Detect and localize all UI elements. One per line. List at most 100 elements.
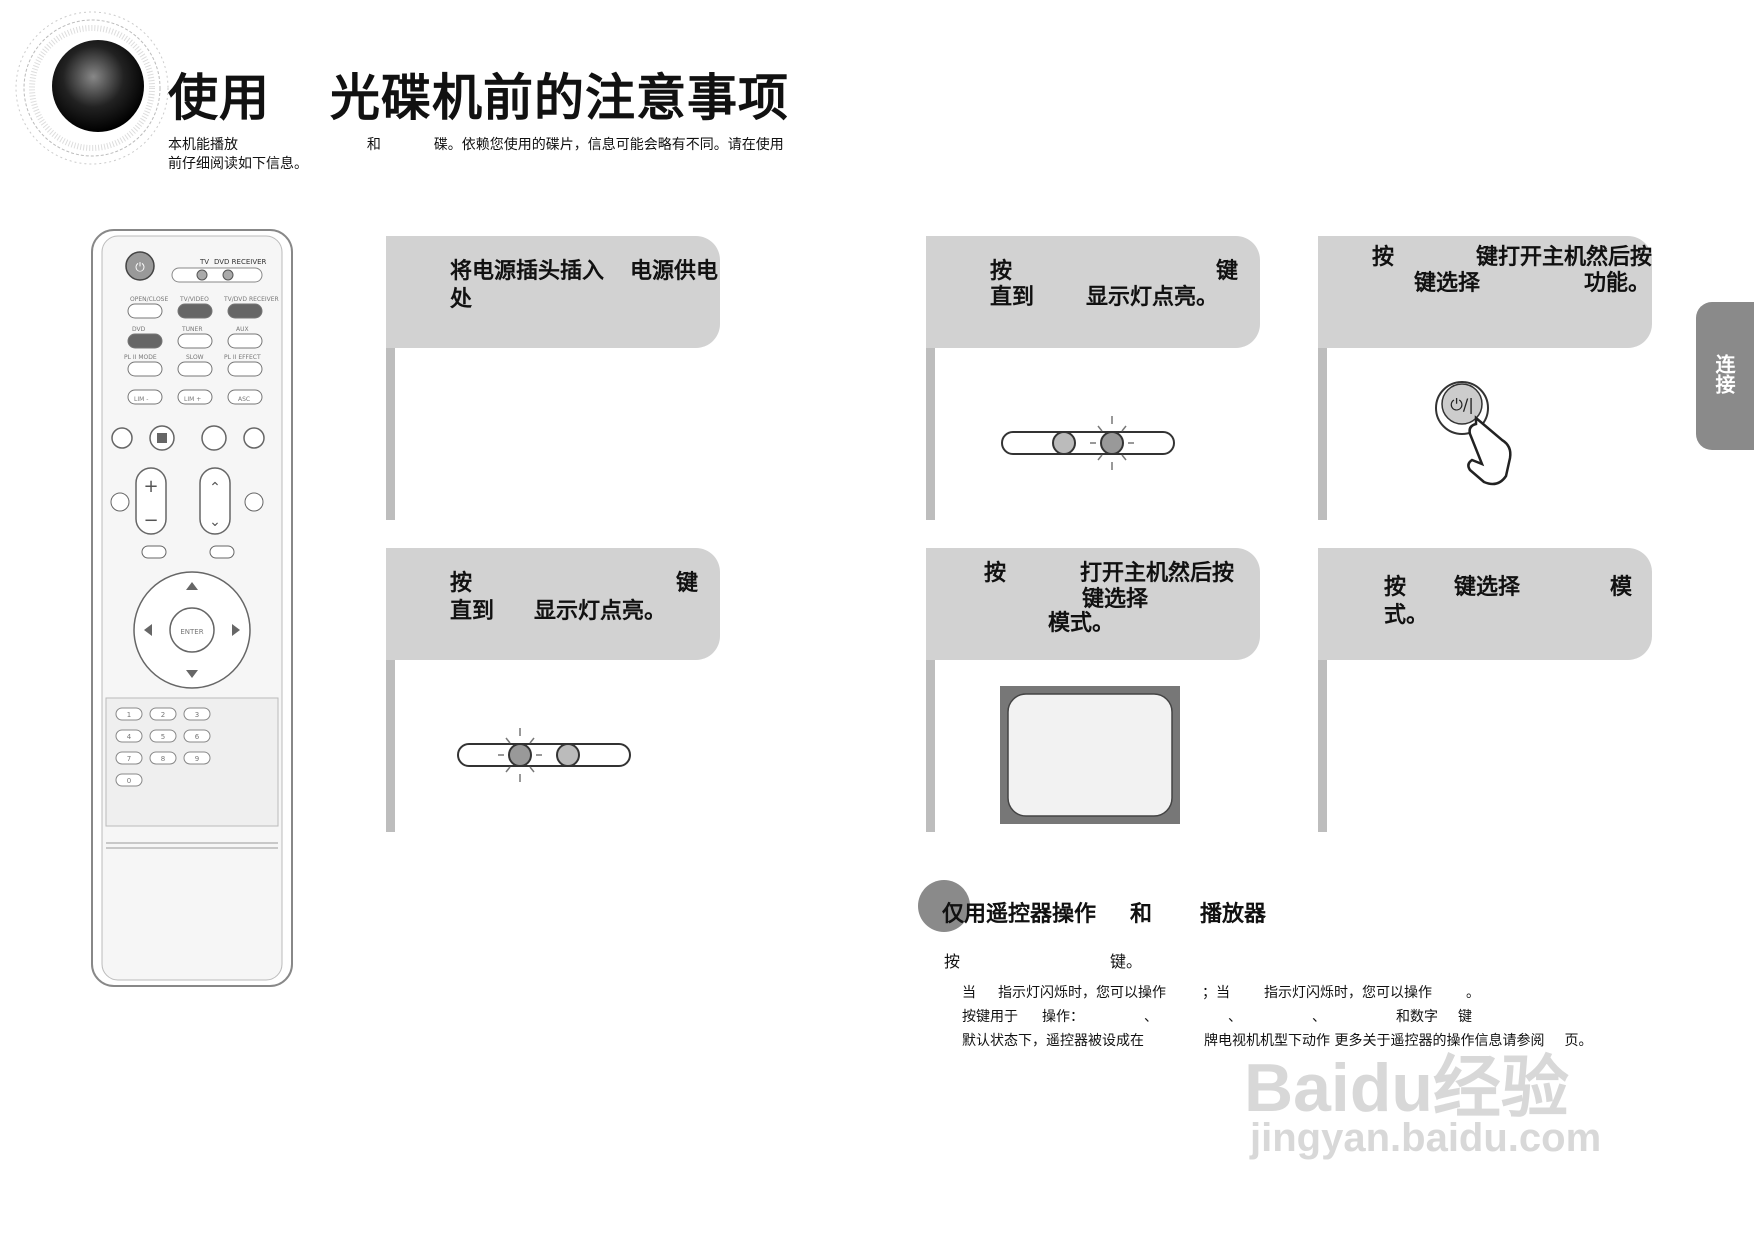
step-text-segment: 将电源插头插入 [450,259,605,284]
svg-text:⌃: ⌃ [209,480,221,496]
step-card-3-bar [926,348,935,520]
svg-text:+: + [143,476,158,497]
note-segment: 指示灯闪烁时，您可以操作 [998,985,1166,1001]
note-heading: 仅用遥控器操作和播放器 [942,896,1266,928]
page-title-part1: 使用 [168,69,270,127]
step-5-line1: 按键打开主机然后按 [1372,244,1652,272]
remote-keypad-button [183,707,211,721]
step-text-segment: 按 [984,561,1007,586]
note-bullet-circle [918,880,970,932]
step-text-segment: 按 [450,571,473,596]
step-text-segment: 显示灯点亮。 [1086,285,1219,310]
note-segment: 和数字 [1396,1009,1438,1025]
intro-segment: 碟。依赖您使用的碟片，信息可能会略有不同。请在使用 [433,137,784,153]
remote-label: ASC [238,396,250,403]
step-4-line1: 按 打开主机然后按 [984,560,1234,588]
note-segment: 按 [944,952,961,971]
remote-keypad-button [115,751,143,765]
step-text-segment: 按 [990,259,1013,284]
remote-keypad-button [183,751,211,765]
remote-keypad-button [183,729,211,743]
note-segment: 默认状态下，遥控器被设成在 [962,1033,1144,1049]
note-line4: 默认状态下，遥控器被设成在 牌电视机机型下动作 更多关于遥控器的操作信息请参阅 页。 [962,1030,1592,1050]
step-2-line1: 按键 [450,570,698,598]
step-text-segment: 键选择 [1414,271,1481,296]
remote-label: DVD RECEIVER [214,258,267,266]
remote-keypad-label: 5 [161,733,165,741]
step-card-1-header [386,236,720,348]
step-text-segment: 键 [1215,259,1238,284]
remote-label: TUNER [181,326,203,333]
remote-keypad-label: 1 [127,711,131,719]
remote-keypad-button [115,707,143,721]
step-3-line2: 直到显示灯点亮。 [990,284,1218,312]
remote-label: LIM - [134,396,148,403]
note-segment: 、 [1312,1009,1326,1025]
section-tab-label: 连接 [1712,354,1736,394]
remote-label: AUX [236,326,249,333]
step-text-segment: 键 [675,571,698,596]
tv-screen-icon [1000,686,1180,824]
step-6-line1: 按 键选择 模 [1384,574,1632,602]
step-text-segment: 按 [1384,575,1407,600]
remote-label: TV [199,258,209,266]
remote-label: TV/VIDEO [179,296,209,303]
note-segment: 页。 [1564,1033,1593,1049]
step-1-line2: 处 [450,287,473,312]
step-card-6-bar [1318,660,1327,832]
step-card-5-header [1318,236,1652,348]
page-title-part2: 光碟机前的注意事项 [330,69,789,127]
note-heading-segment: 仅用遥控器操作 [942,902,1097,927]
step-card-6-header [1318,548,1652,660]
note-segment: 按键用于 [962,1009,1018,1025]
step-1-line1: 将电源插头插入电源供电 [450,258,718,286]
svg-text:⌄: ⌄ [209,514,221,530]
remote-keypad-button [149,729,177,743]
svg-text:⏻/|: ⏻/| [1450,395,1473,414]
note-segment: 牌电视机机型下动作 更多关于遥控器的操作信息请参阅 [1204,1033,1545,1049]
remote-label: ENTER [180,628,203,636]
step-card-4-header [926,548,1260,660]
remote-label: PL II MODE [124,354,157,361]
remote-label: TV/DVD RECEIVER [223,296,279,303]
step-2-line2: 直到 显示灯点亮。 [450,598,666,626]
section-tab-connection: 连接 [1696,302,1754,450]
remote-keypad-button [115,729,143,743]
note-segment: 键 [1458,1009,1472,1025]
step-text-segment: 键选择 [1454,575,1521,600]
remote-label: DVD [132,326,146,333]
step-card-5-bar [1318,348,1327,520]
indicator-bar-left-lit [457,728,631,782]
note-segment: ；当 [1202,985,1230,1001]
remote-keypad-label: 3 [195,711,199,719]
note-line1: 按键。 [944,948,1142,972]
note-heading-segment: 播放器 [1200,902,1267,927]
remote-keypad-label: 0 [127,777,131,785]
step-text-segment: 模 [1609,575,1632,600]
remote-keypad-label: 8 [161,755,165,763]
step-text-segment: 直到 [450,599,495,624]
note-segment: 、 [1228,1009,1242,1025]
remote-keypad-button [149,751,177,765]
intro-segment: 和 [366,137,381,153]
step-3-line1: 按键 [990,258,1238,286]
remote-power-icon [125,251,155,281]
remote-label: OPEN/CLOSE [130,296,168,303]
step-5-line2: 键选择功能。 [1414,270,1650,298]
intro-text-line1: 本机能播放 和 碟。依赖您使用的碟片，信息可能会略有不同。请在使用 [168,136,784,155]
note-line3: 按键用于操作：、、、和数字键 [962,1006,1472,1026]
note-segment: 当 [962,985,976,1001]
note-line2: 当指示灯闪烁时，您可以操作；当指示灯闪烁时，您可以操作。 [962,982,1480,1002]
note-segment: 、 [1144,1009,1158,1025]
intro-text-line2: 前仔细阅读如下信息。 [168,156,308,172]
remote-label: PL II EFFECT [224,354,261,361]
svg-text:−: − [143,510,158,531]
step-text-segment: 按 [1372,245,1395,270]
step-4-line2: 键选择 [1082,587,1149,612]
note-segment: 指示灯闪烁时，您可以操作 [1264,985,1432,1001]
step-card-2-bar [386,660,395,832]
step-card-1-bar [386,348,395,520]
step-text-segment: 打开主机然后按 [1080,561,1235,586]
step-6-line2: 式。 [1384,603,1429,628]
step-text-segment: 显示灯点亮。 [534,599,667,624]
